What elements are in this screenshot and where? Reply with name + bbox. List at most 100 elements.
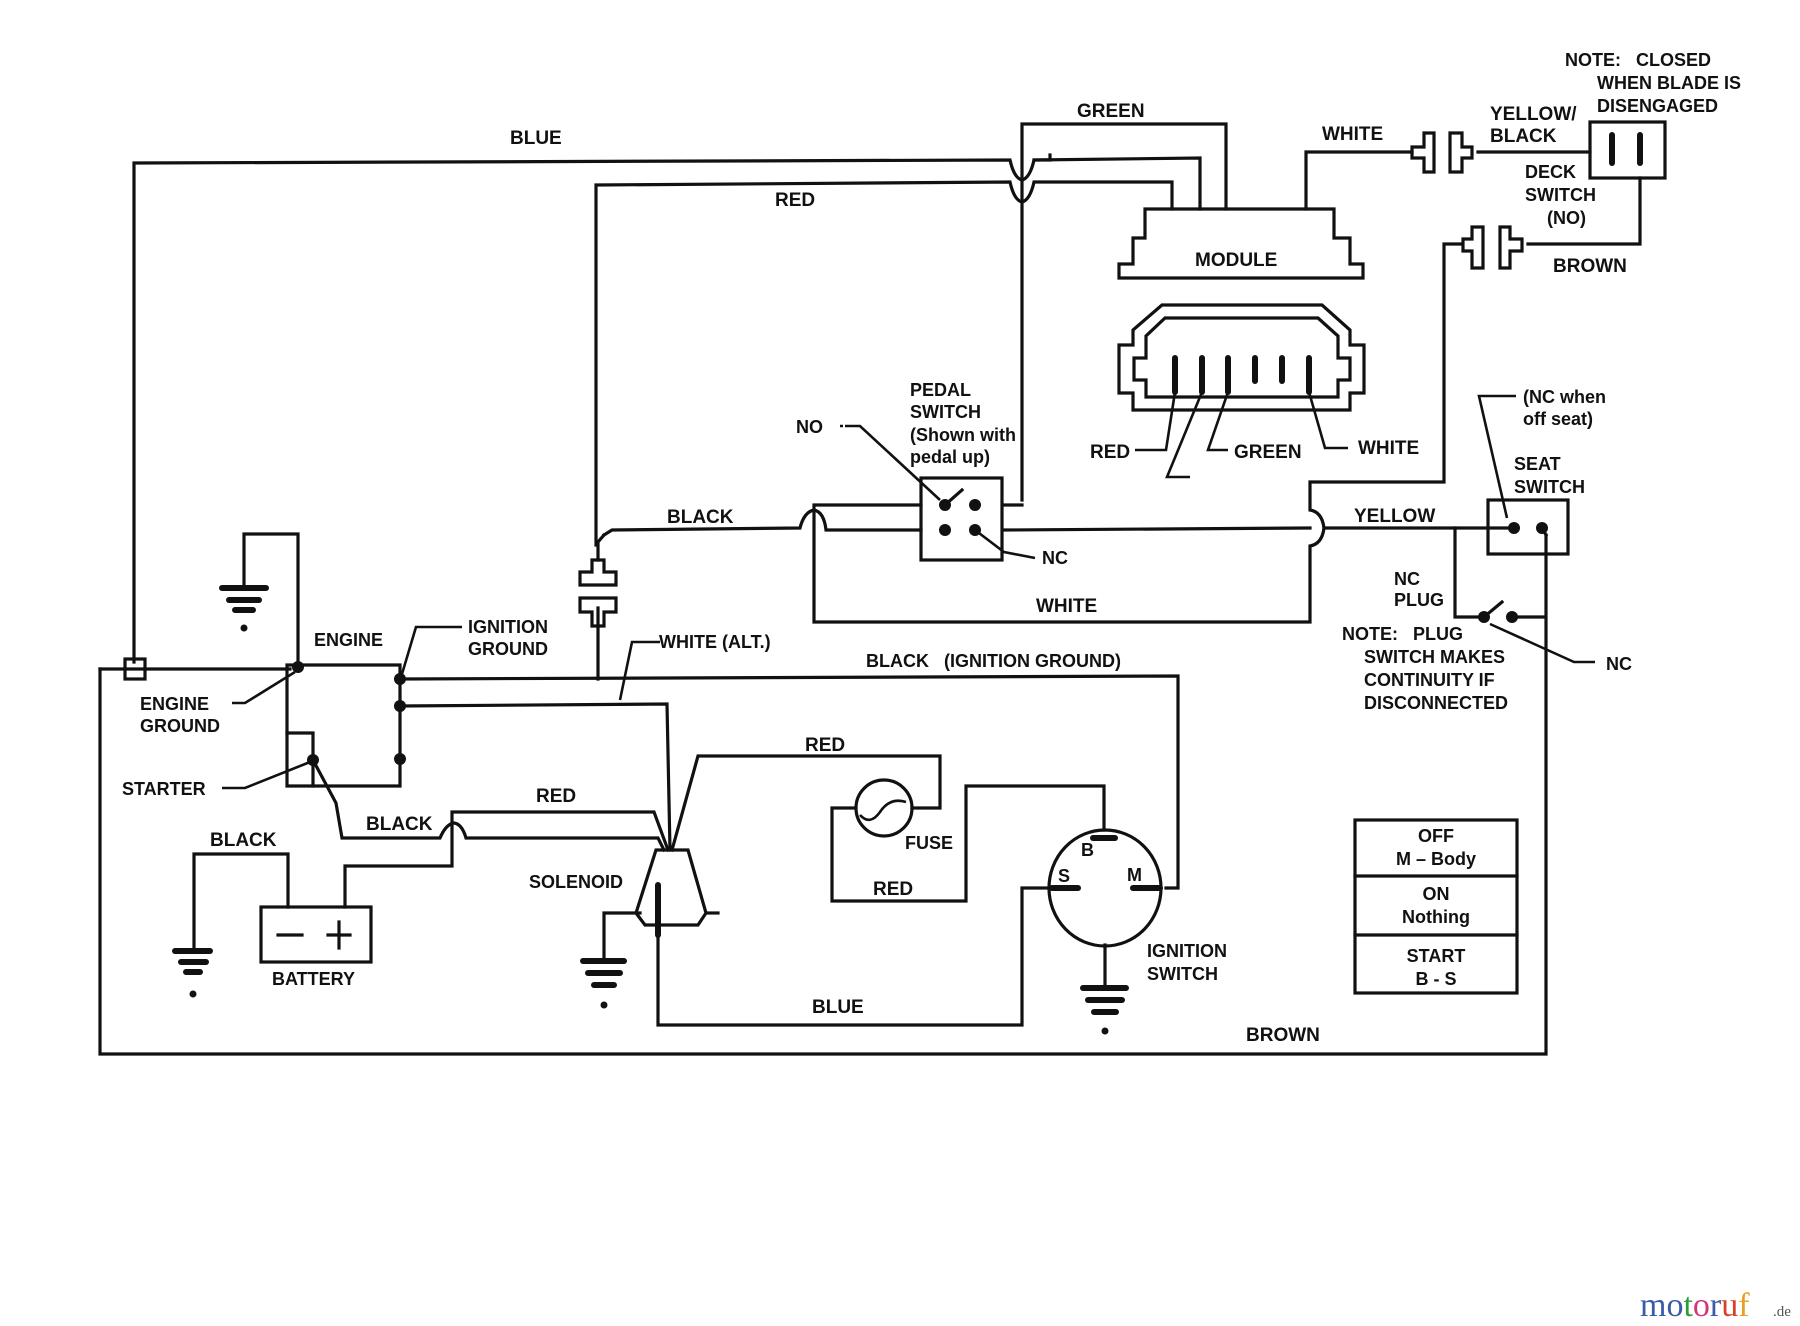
engine-markers bbox=[222, 625, 660, 790]
watermark-letter: r bbox=[1710, 1287, 1722, 1324]
label-wire-blue-top: BLUE bbox=[510, 128, 562, 149]
labels: BLUE RED GREEN WHITE YELLOW/ BLACK BROWN… bbox=[122, 50, 1741, 1046]
label-engine-ground-2: GROUND bbox=[140, 716, 220, 736]
label-seat-switch-2: SWITCH bbox=[1514, 477, 1585, 497]
label-wire-yellow: YELLOW bbox=[1354, 506, 1435, 527]
wire-blue-bottom bbox=[656, 886, 1050, 1027]
label-wire-black-pedal: BLACK bbox=[667, 507, 734, 528]
label-seat-switch-1: SEAT bbox=[1514, 454, 1561, 474]
label-wire-brown-bottom: BROWN bbox=[1246, 1025, 1320, 1046]
label-wire-yellow-black-2: BLACK bbox=[1490, 126, 1557, 147]
battery bbox=[259, 905, 373, 964]
watermark-letter: t bbox=[1683, 1287, 1693, 1324]
label-ignition-ground-1: IGNITION bbox=[468, 617, 548, 637]
terminal-square bbox=[123, 657, 147, 681]
label-ignition-switch-1: IGNITION bbox=[1147, 941, 1227, 961]
wire-red-fuse-top bbox=[670, 754, 942, 852]
label-wire-red-fuse-bottom: RED bbox=[873, 879, 913, 900]
label-wire-red-fuse-top: RED bbox=[805, 735, 845, 756]
ignition-table bbox=[1353, 818, 1519, 995]
wire-ignition-ground-2 bbox=[398, 702, 672, 852]
wire-black-pedal bbox=[601, 508, 923, 538]
module-connector bbox=[1117, 303, 1366, 479]
label-wire-brown-deck: BROWN bbox=[1553, 256, 1627, 277]
starter-box bbox=[285, 731, 315, 788]
label-deck-switch-3: (NO) bbox=[1547, 208, 1586, 228]
wire-black-starter bbox=[310, 757, 667, 853]
label-wire-green-top: GREEN bbox=[1077, 101, 1145, 122]
label-plug-note-4: DISCONNECTED bbox=[1364, 693, 1508, 713]
label-nc-plug-1: NC bbox=[1394, 569, 1420, 589]
nc-plug-switch bbox=[1478, 599, 1595, 664]
label-wire-white-loop: WHITE bbox=[1036, 596, 1097, 617]
wires bbox=[98, 122, 1642, 1056]
label-wire-black-ignition-ground: BLACK (IGNITION GROUND) bbox=[866, 651, 1121, 671]
wire-engine-ground bbox=[242, 532, 300, 667]
ground-symbol-ignition bbox=[1080, 985, 1129, 1035]
label-deck-note-3: DISENGAGED bbox=[1597, 96, 1718, 116]
label-solenoid: SOLENOID bbox=[529, 872, 623, 892]
wire-ignition-ground-1 bbox=[398, 674, 1180, 890]
label-engine: ENGINE bbox=[314, 630, 383, 650]
watermark-tld: .de bbox=[1773, 1304, 1791, 1320]
label-deck-note-2: WHEN BLADE IS bbox=[1597, 73, 1741, 93]
alt-connector bbox=[578, 532, 618, 628]
label-wire-blue-bottom: BLUE bbox=[812, 997, 864, 1018]
wire-brown-deck bbox=[1526, 176, 1642, 246]
label-nc-plug-contact: NC bbox=[1606, 654, 1632, 674]
table-state-on: ON bbox=[1423, 884, 1450, 904]
table-conn-off: M – Body bbox=[1396, 849, 1476, 869]
ignition-switch bbox=[1047, 828, 1163, 948]
deck-connector-2 bbox=[1461, 225, 1524, 270]
fuse bbox=[854, 778, 914, 838]
label-pedal-switch-3: (Shown with bbox=[910, 425, 1016, 445]
label-wire-black-battery: BLACK bbox=[210, 830, 277, 851]
label-seat-note-2: off seat) bbox=[1523, 409, 1593, 429]
watermark-letter: o bbox=[1666, 1287, 1683, 1324]
label-ignition-ground-2: GROUND bbox=[468, 639, 548, 659]
label-pin-white: WHITE bbox=[1358, 438, 1419, 459]
ground-symbol-battery bbox=[172, 948, 213, 998]
watermark-brand: motoruf bbox=[1640, 1287, 1750, 1324]
label-wire-red-top: RED bbox=[775, 190, 815, 211]
label-pedal-switch-2: SWITCH bbox=[910, 402, 981, 422]
label-seat-note-1: (NC when bbox=[1523, 387, 1606, 407]
label-pin-red: RED bbox=[1090, 442, 1130, 463]
watermark: motoruf .de bbox=[1640, 1287, 1791, 1324]
watermark-letter: f bbox=[1738, 1287, 1750, 1324]
wire-brown-frame bbox=[98, 533, 1548, 1056]
label-pedal-switch-1: PEDAL bbox=[910, 380, 971, 400]
label-terminal-s: S bbox=[1058, 866, 1070, 886]
deck-switch bbox=[1588, 120, 1667, 180]
watermark-letter: m bbox=[1640, 1287, 1666, 1324]
label-deck-note-1: NOTE: CLOSED bbox=[1565, 50, 1711, 70]
watermark-letter: u bbox=[1721, 1287, 1738, 1324]
label-pedal-switch-4: pedal up) bbox=[910, 447, 990, 467]
label-plug-note-1: NOTE: PLUG bbox=[1342, 624, 1463, 644]
label-battery: BATTERY bbox=[272, 969, 355, 989]
label-wire-red-battery: RED bbox=[536, 786, 576, 807]
wire-green bbox=[1020, 122, 1228, 502]
table-conn-start: B - S bbox=[1415, 969, 1456, 989]
wire-solenoid-ground bbox=[602, 911, 642, 962]
wire-yellow bbox=[1002, 526, 1517, 532]
label-plug-note-3: CONTINUITY IF bbox=[1364, 670, 1495, 690]
label-pedal-no: NO bbox=[796, 417, 823, 437]
label-deck-switch-2: SWITCH bbox=[1525, 185, 1596, 205]
table-state-off: OFF bbox=[1418, 826, 1454, 846]
label-terminal-m: M bbox=[1127, 865, 1142, 885]
wire-black-battery bbox=[192, 852, 290, 952]
pedal-switch bbox=[840, 424, 1036, 562]
label-wire-white-module: WHITE bbox=[1322, 124, 1383, 145]
wire-white-deck bbox=[1304, 150, 1414, 211]
label-deck-switch-1: DECK bbox=[1525, 162, 1576, 182]
label-fuse: FUSE bbox=[905, 833, 953, 853]
deck-connector-1 bbox=[1410, 131, 1474, 174]
label-nc-plug-2: PLUG bbox=[1394, 590, 1444, 610]
ground-symbol-engine bbox=[219, 585, 269, 632]
wire-blue-to-module bbox=[1032, 156, 1202, 211]
label-wire-black-starter: BLACK bbox=[366, 814, 433, 835]
table-state-start: START bbox=[1407, 946, 1466, 966]
label-ignition-switch-2: SWITCH bbox=[1147, 964, 1218, 984]
